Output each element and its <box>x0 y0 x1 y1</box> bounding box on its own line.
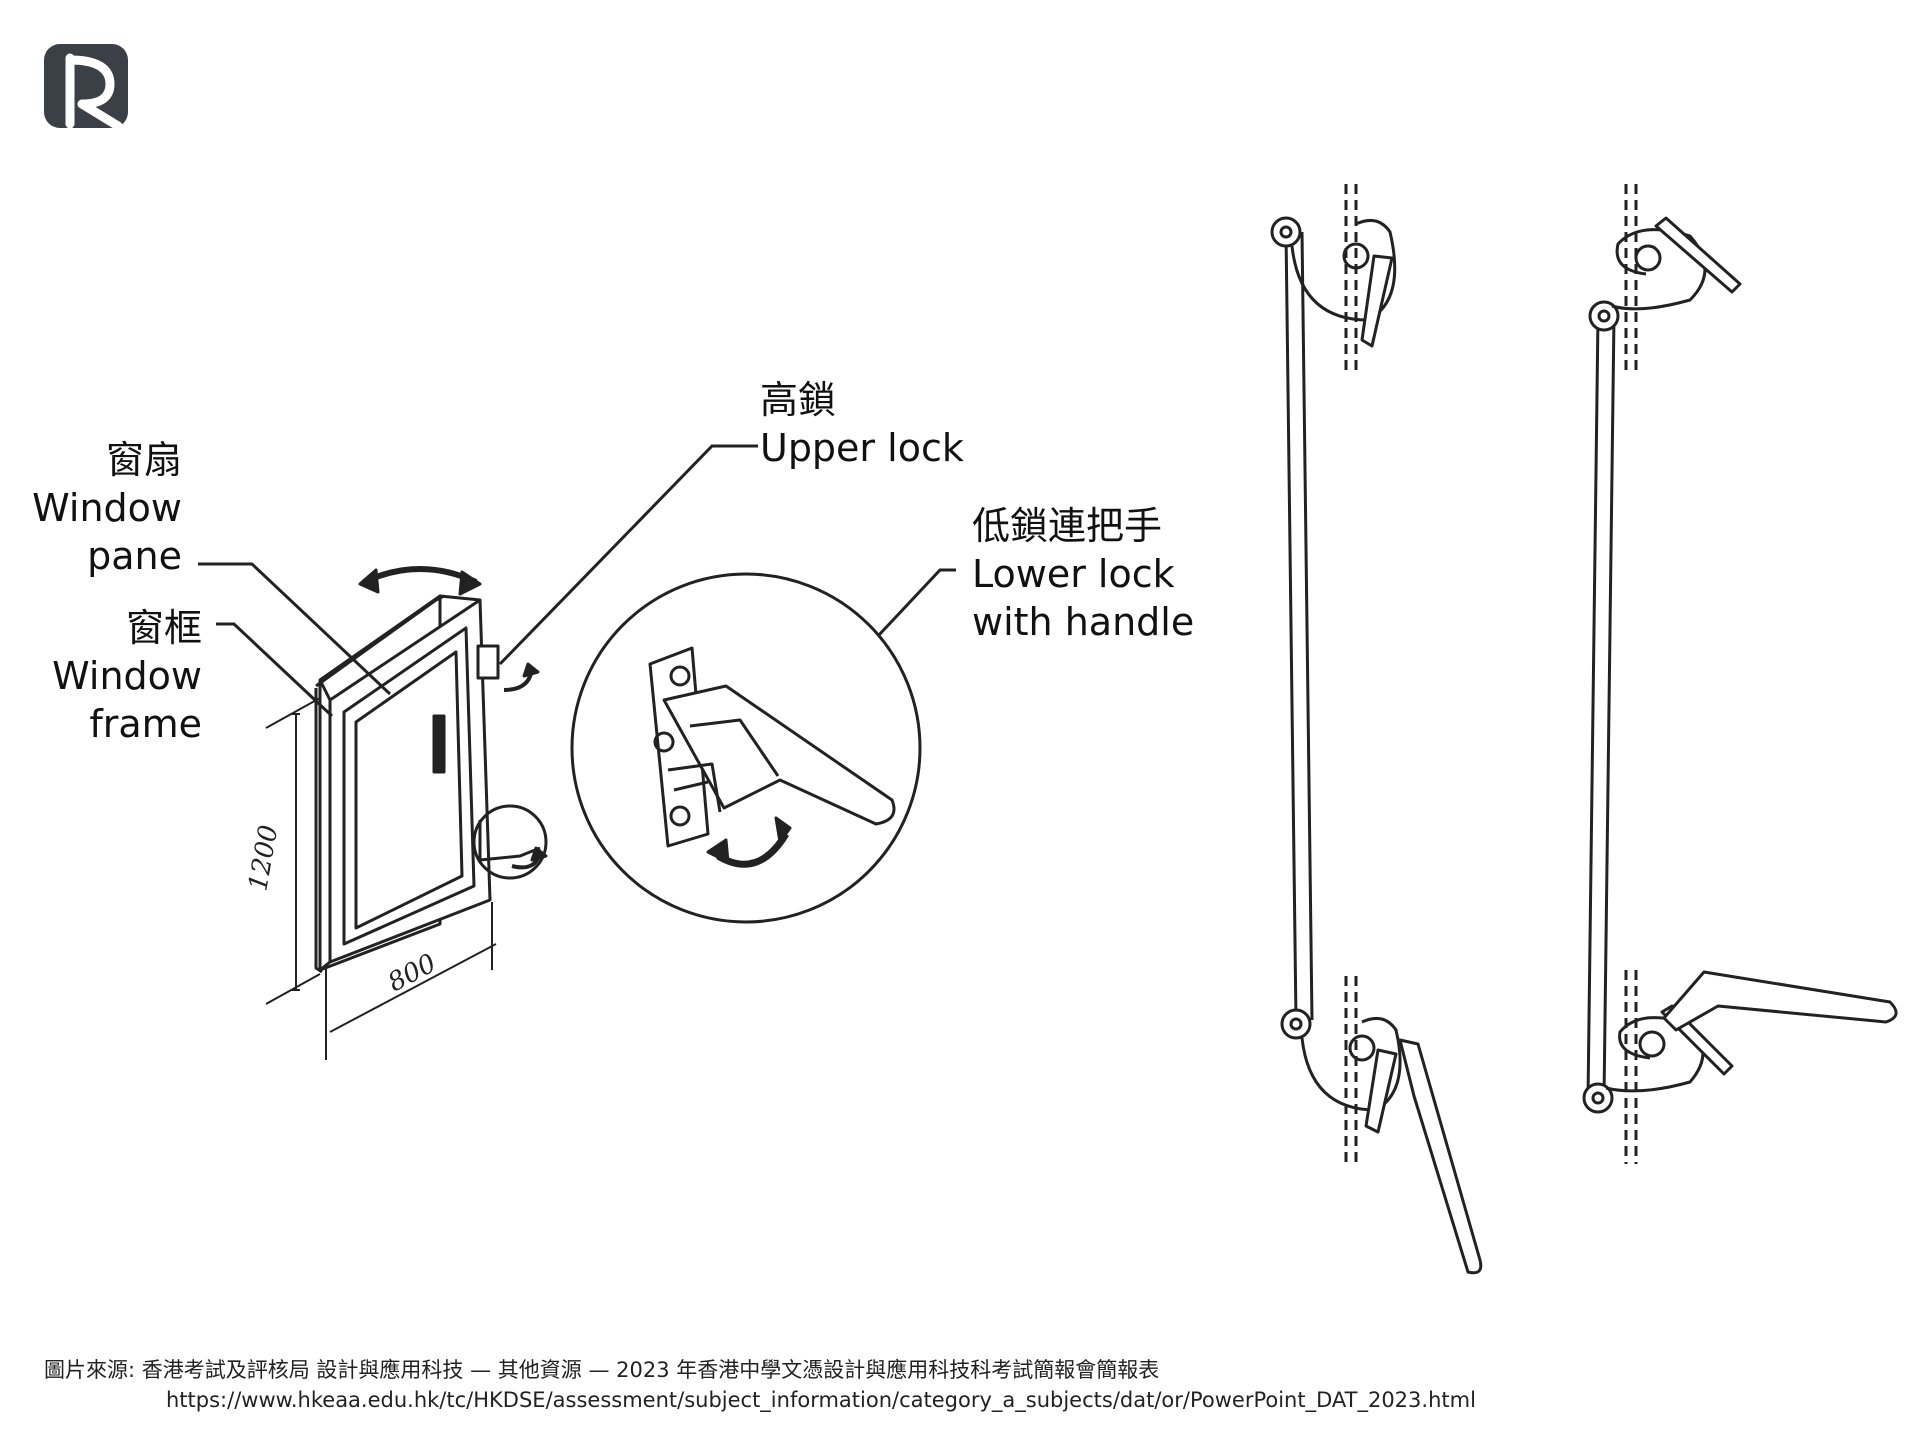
window-pane-label-en-2: pane <box>87 534 182 578</box>
lower-lock-label-en-2: with handle <box>972 600 1195 644</box>
window-pane-label-zh: 窗扇 <box>105 438 182 482</box>
window-frame-label-en-2: frame <box>89 702 202 746</box>
image-source-credit: 圖片來源: 香港考試及評核局 設計與應用科技 — 其他資源 — 2023 年香港… <box>44 1355 1476 1415</box>
mechanism-open-drawing <box>1582 184 1898 1164</box>
window-frame-label: 窗框 Window frame <box>52 604 202 748</box>
lower-lock-label-en-1: Lower lock <box>972 552 1175 596</box>
lower-lock-label: 低鎖連把手 Lower lock with handle <box>972 502 1194 646</box>
window-pane-label-en-1: Window <box>32 486 182 530</box>
dimension-lines <box>265 697 497 1060</box>
mechanism-closed-drawing <box>1270 184 1483 1275</box>
source-line: 圖片來源: 香港考試及評核局 設計與應用科技 — 其他資源 — 2023 年香港… <box>44 1358 1160 1382</box>
width-dimension: 800 <box>383 948 441 998</box>
casement-window-drawing <box>314 566 548 974</box>
window-pane-label: 窗扇 Window pane <box>32 436 182 580</box>
upper-lock-label-en: Upper lock <box>760 426 964 470</box>
leader-lines <box>198 444 956 718</box>
height-dimension: 1200 <box>243 823 284 893</box>
lower-lock-detail-circle <box>570 572 922 924</box>
logo-icon <box>44 44 128 131</box>
lower-lock-label-zh: 低鎖連把手 <box>972 504 1163 548</box>
window-frame-label-en-1: Window <box>52 654 202 698</box>
upper-lock-label-zh: 高鎖 <box>760 378 837 422</box>
window-frame-label-zh: 窗框 <box>125 606 202 650</box>
source-url-link[interactable]: https://www.hkeaa.edu.hk/tc/HKDSE/assess… <box>166 1388 1476 1412</box>
upper-lock-label: 高鎖 Upper lock <box>760 376 964 472</box>
